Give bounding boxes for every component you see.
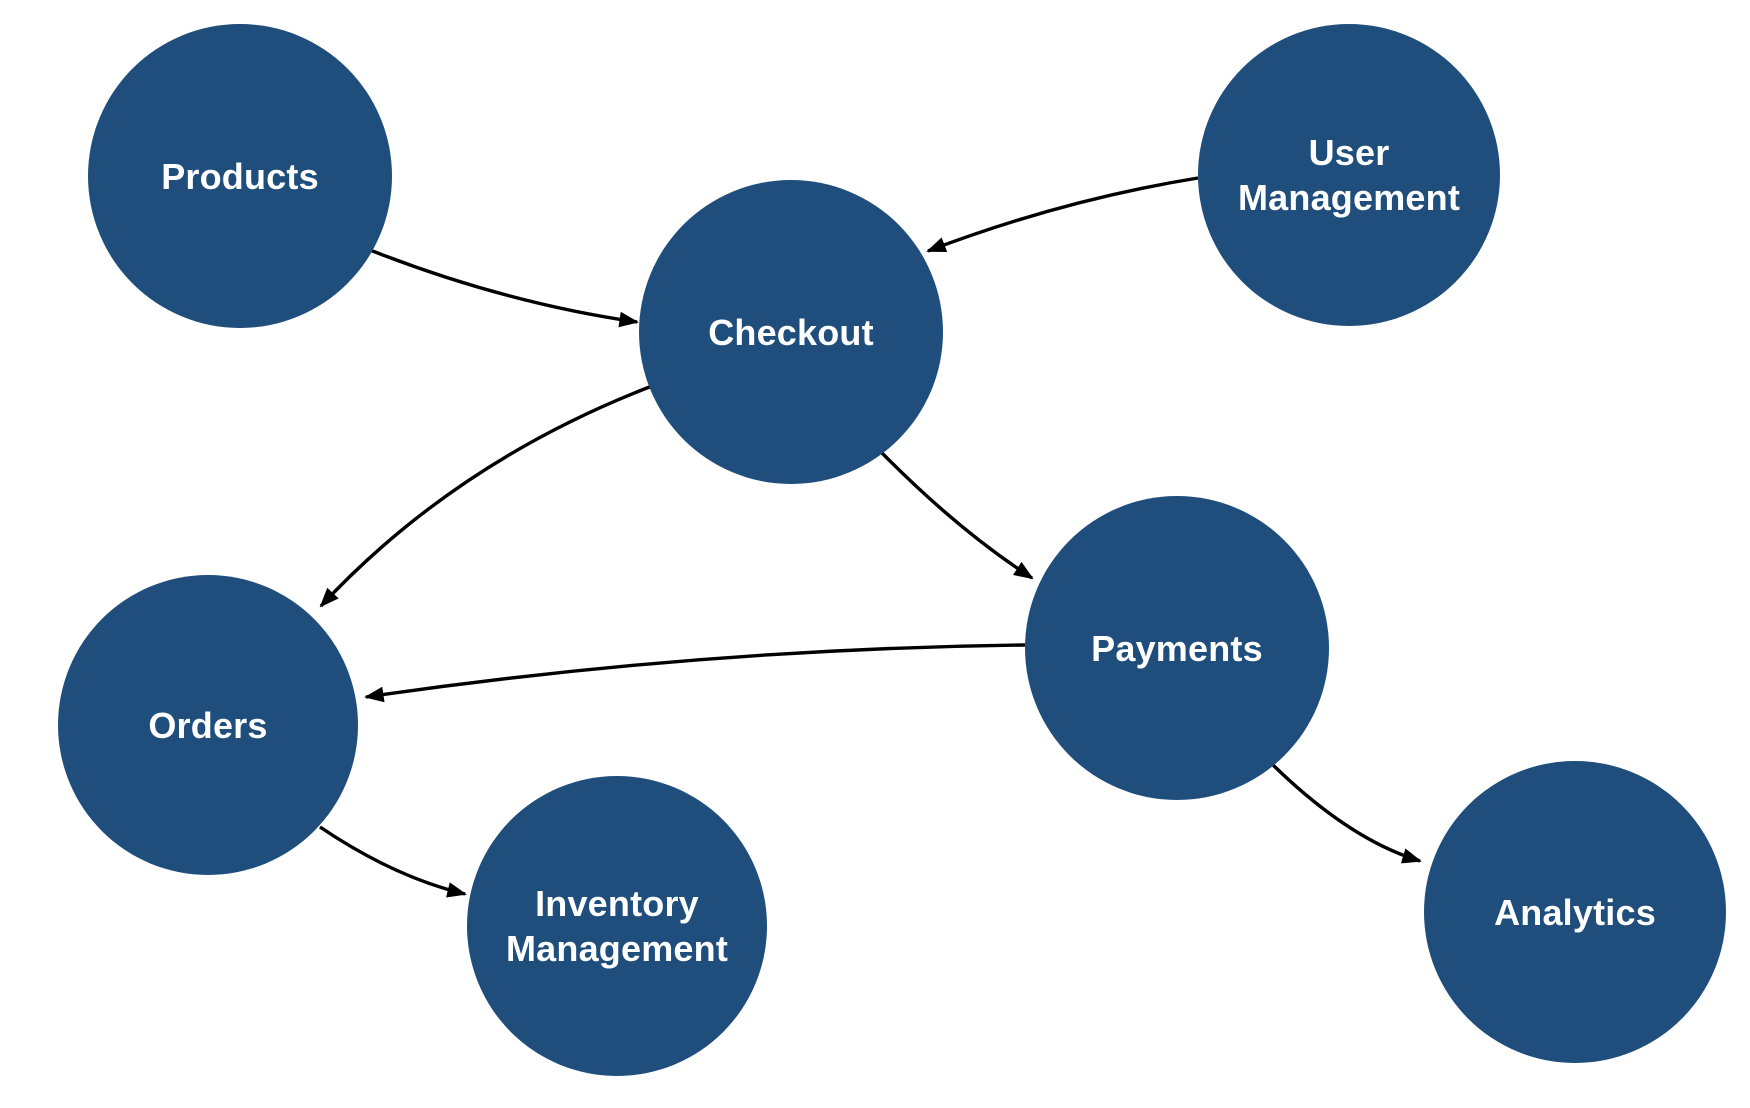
- node-label: Products: [161, 154, 319, 199]
- node-label-line: Products: [161, 155, 319, 197]
- node-orders[interactable]: Orders: [58, 575, 358, 875]
- node-label-line: Management: [1237, 177, 1461, 218]
- edge-products-to-checkout: [369, 248, 639, 328]
- node-products[interactable]: Products: [88, 24, 392, 328]
- edge-user-management-to-checkout: [926, 176, 1199, 253]
- node-label-line: User: [1308, 132, 1390, 173]
- node-label-line: Inventory: [535, 883, 699, 924]
- edge-checkout-to-payments: [880, 451, 1034, 580]
- node-label-line: Checkout: [708, 311, 874, 353]
- node-label-line: Analytics: [1494, 891, 1656, 933]
- node-label-line: Management: [505, 928, 729, 969]
- node-label-line: Payments: [1091, 627, 1263, 669]
- node-label: Payments: [1091, 626, 1263, 671]
- edge-payments-to-analytics: [1271, 763, 1422, 864]
- edge-payments-to-orders: [364, 643, 1026, 703]
- edge-checkout-to-orders: [319, 384, 653, 608]
- edges-group: [319, 176, 1422, 898]
- node-analytics[interactable]: Analytics: [1424, 761, 1726, 1063]
- node-label: Orders: [148, 703, 267, 748]
- node-label: Analytics: [1494, 890, 1656, 935]
- node-payments[interactable]: Payments: [1025, 496, 1329, 800]
- node-label-line: Orders: [148, 704, 268, 746]
- node-label: Checkout: [708, 310, 874, 355]
- edge-orders-to-inventory-management: [319, 825, 467, 898]
- node-checkout[interactable]: Checkout: [639, 180, 943, 484]
